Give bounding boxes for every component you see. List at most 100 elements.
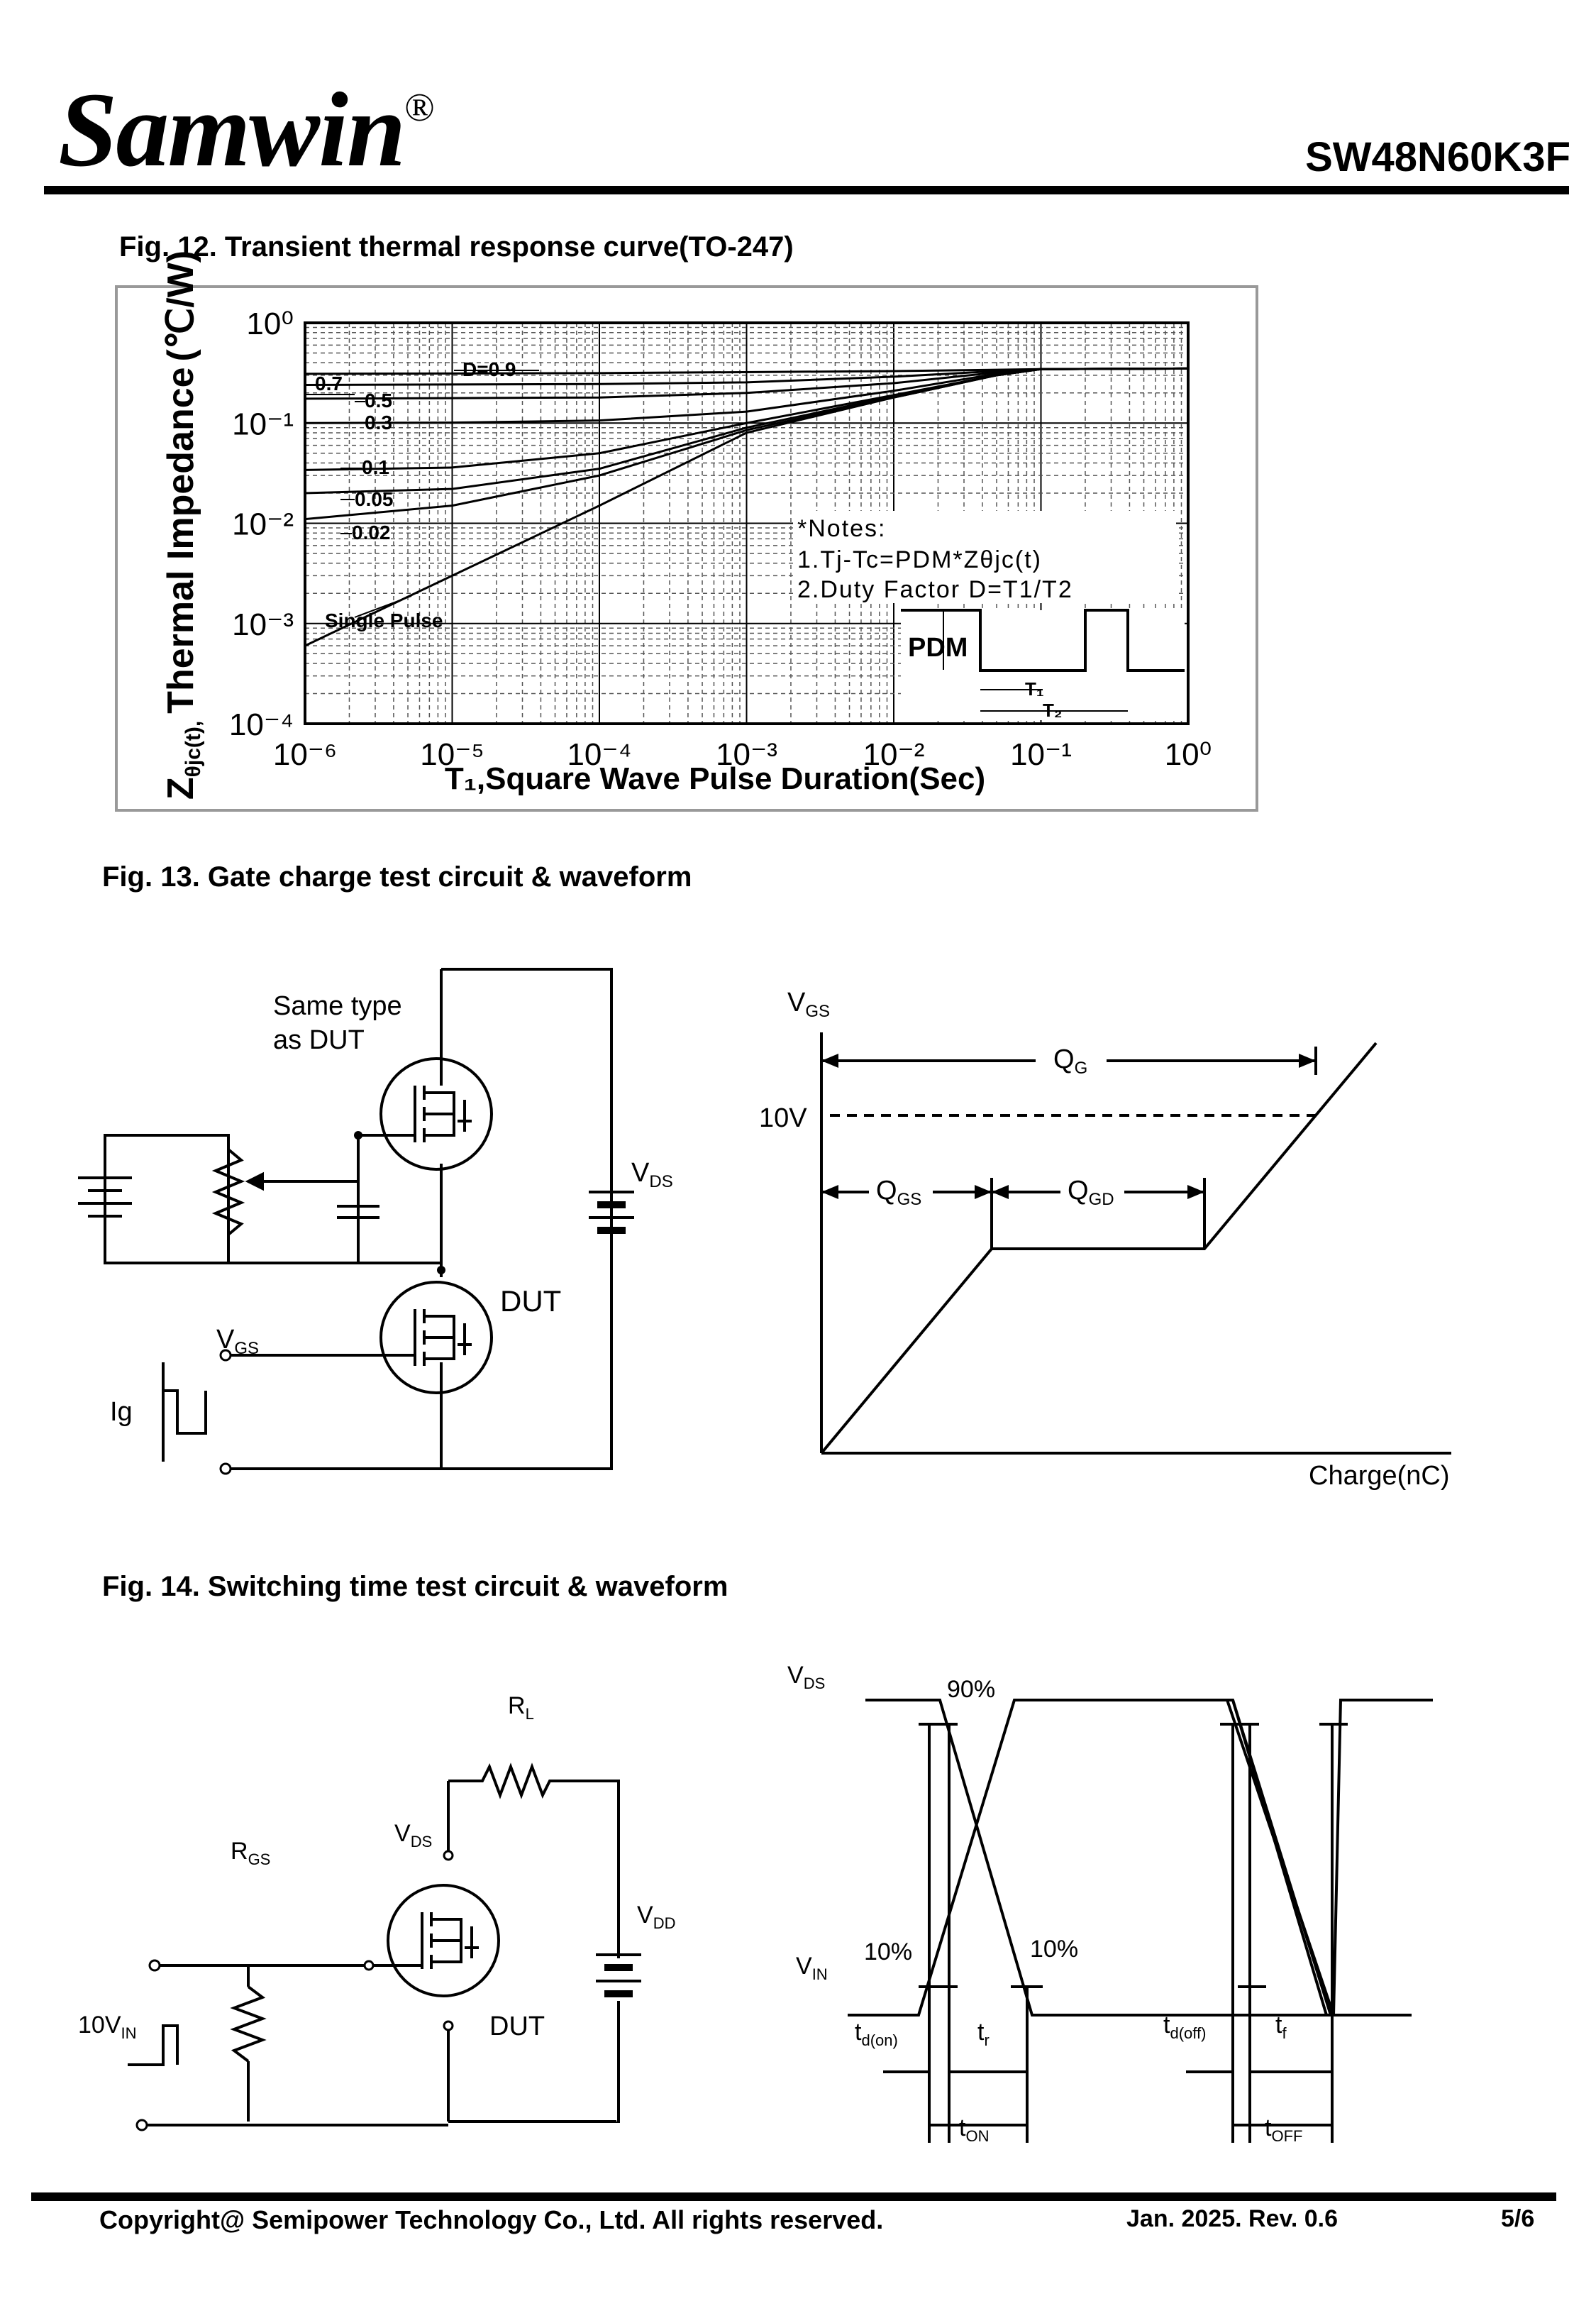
tdon-main: t: [855, 2019, 862, 2046]
rgs-main: R: [231, 1838, 248, 1865]
fig12-y-tick-label: 10⁻³: [232, 607, 294, 642]
t2-label: T₂: [1043, 700, 1062, 721]
vin-src-main: 10V: [78, 2012, 121, 2039]
vds-label-13: VDS: [631, 1158, 673, 1191]
copyright-text: Copyright@ Semipower Technology Co., Ltd…: [99, 2205, 884, 2234]
fig12-plot-area: [304, 321, 1190, 725]
wave-vds-sub: DS: [804, 1675, 826, 1692]
fig12-x-tick-label: 10⁻³: [716, 737, 777, 772]
fig12-curves: [304, 367, 1189, 647]
ylabel-symbol: Z: [160, 777, 201, 800]
fig14-title: Fig. 14. Switching time test circuit & w…: [102, 1571, 728, 1602]
tdoff-main: t: [1163, 2012, 1170, 2039]
gate-charge-waveform: [820, 1042, 1378, 1455]
as-dut-label: as DUT: [273, 1025, 365, 1055]
svg-text:RL: RL: [508, 1692, 534, 1723]
svg-text:tOFF: tOFF: [1265, 2114, 1302, 2145]
vgs-label-13: VGS: [216, 1325, 259, 1358]
svg-text:VIN: VIN: [796, 1953, 828, 1983]
tf-main: t: [1275, 2012, 1282, 2039]
fig12-y-tick-label: 10⁻⁴: [229, 707, 294, 742]
svg-text:10VIN: 10VIN: [78, 2012, 137, 2042]
ton-main: t: [959, 2114, 966, 2141]
qg-sub: G: [1075, 1059, 1088, 1078]
curve-label-d03: 0.3: [365, 412, 392, 434]
brand-name: Samwin: [58, 71, 406, 189]
curve-label-d002: 0.02: [352, 522, 391, 544]
fig12-frame: [115, 285, 1258, 812]
fig12-title: Fig. 12. Transient thermal response curv…: [119, 231, 794, 263]
fig12-y-tick-label: 10⁻¹: [232, 407, 294, 441]
rgs-resistor: [230, 1985, 267, 2063]
fig12-x-tick-label: 10⁻⁵: [420, 737, 484, 772]
fig12-xlabel: T₁,Square Wave Pulse Duration(Sec): [445, 761, 985, 796]
wave-vgs-main: V: [787, 988, 806, 1017]
tr-main: t: [977, 2019, 985, 2046]
vds14-main: V: [394, 1820, 411, 1847]
fig12-x-tick-label: 10⁻⁶: [273, 737, 337, 772]
svg-text:Zθjc(t),Thermal Impedance(℃/W): Zθjc(t),Thermal Impedance(℃/W): [160, 250, 205, 800]
p10a-label: 10%: [864, 1938, 912, 1965]
p10b-label: 10%: [1030, 1936, 1078, 1963]
p90-label: 90%: [947, 1676, 995, 1703]
wave-vds-main: V: [787, 1662, 804, 1689]
fig13-title: Fig. 13. Gate charge test circuit & wave…: [102, 861, 692, 893]
footer-rule: [31, 2192, 1556, 2201]
registered-mark: ®: [404, 86, 435, 130]
svg-text:QGS: QGS: [876, 1176, 921, 1209]
note-1: 1.Tj-Tc=PDM*Zθjc(t): [797, 546, 1042, 573]
svg-text:QG: QG: [1053, 1044, 1087, 1078]
curve-label-d07: 0.7: [315, 373, 343, 395]
same-type-label: Same type: [273, 991, 402, 1021]
svg-text:td(on): td(on): [855, 2019, 898, 2049]
svg-text:VDS: VDS: [394, 1820, 432, 1850]
pulse-bg: [901, 610, 1185, 720]
vin-source-pulse: [128, 2024, 179, 2066]
tr-sub: r: [984, 2031, 989, 2049]
rl-main: R: [508, 1692, 526, 1719]
ylabel-main: Thermal Impedance: [160, 367, 201, 713]
vdd-sub: DD: [653, 1914, 676, 1932]
rgs-sub: GS: [248, 1850, 271, 1868]
pdm-label: PDM: [908, 633, 968, 663]
date-rev: Jan. 2025. Rev. 0.6: [1126, 2205, 1339, 2232]
ig-label: Ig: [110, 1397, 133, 1427]
svg-text:VDD: VDD: [637, 1902, 675, 1932]
page-number: 5/6: [1501, 2205, 1535, 2232]
curve-label-d09: D=0.9: [462, 358, 516, 380]
t1-label: T₁: [1025, 678, 1044, 700]
vdd-main: V: [637, 1902, 653, 1929]
part-number: SW48N60K3F: [1305, 134, 1570, 180]
tf-sub: f: [1282, 2024, 1287, 2042]
brand-logo: Samwin®: [58, 77, 435, 183]
fig12-y-tick-label: 10⁰: [246, 307, 294, 341]
vin-src-sub: IN: [121, 2024, 137, 2042]
vgs-label-main: V: [216, 1325, 235, 1355]
fig12-curve-7: [304, 367, 1189, 647]
ton-sub: ON: [965, 2127, 989, 2145]
note-2: 2.Duty Factor D=T1/T2: [797, 576, 1073, 603]
fig12-y-tick-label: 10⁻²: [232, 507, 294, 542]
svg-text:tr: tr: [977, 2019, 990, 2049]
qg-main: Q: [1053, 1044, 1075, 1074]
wave-vin-main: V: [796, 1953, 812, 1980]
svg-text:VDS: VDS: [787, 1662, 825, 1692]
fig12-x-tick-label: 10⁻⁴: [567, 737, 631, 772]
pulse-waveform: [901, 609, 1185, 672]
vds-label-main: V: [631, 1158, 650, 1188]
fig12-y-ticks: 10⁰ 10⁻¹ 10⁻² 10⁻³ 10⁻⁴: [229, 307, 294, 742]
dut-label-13: DUT: [500, 1284, 561, 1318]
vds-rise-waveform: [1332, 1699, 1433, 2016]
curve-label-d005: 0.05: [355, 488, 394, 510]
qgd-main: Q: [1068, 1176, 1089, 1206]
fig12-x-tick-label: 10⁻¹: [1010, 737, 1072, 772]
vds-fall-waveform: [865, 1699, 1412, 2017]
charge-label: Charge(nC): [1309, 1461, 1450, 1491]
svg-text:RGS: RGS: [231, 1838, 270, 1868]
vgs-label-sub: GS: [234, 1339, 259, 1358]
dut-label-14: DUT: [489, 2012, 545, 2041]
